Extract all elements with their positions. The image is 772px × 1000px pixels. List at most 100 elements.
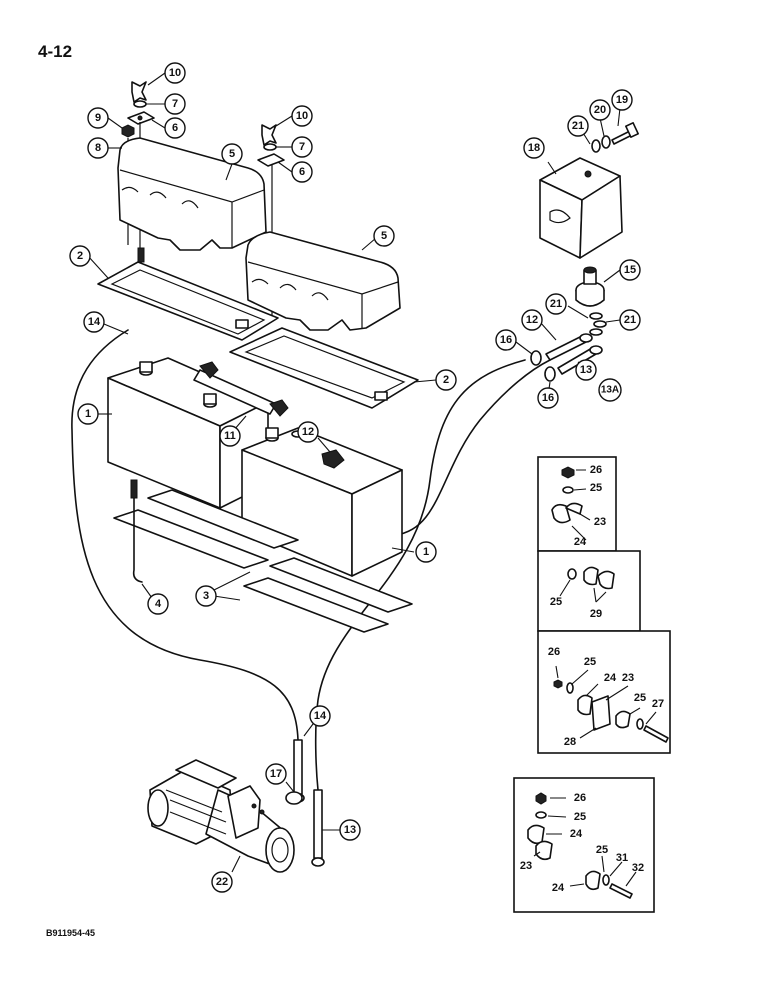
solenoid-cover-18 — [539, 157, 623, 259]
boot-16-b — [544, 366, 556, 382]
svg-text:24: 24 — [574, 536, 587, 548]
svg-text:28: 28 — [564, 736, 576, 748]
svg-text:24: 24 — [604, 672, 617, 684]
switch-15 — [575, 266, 605, 307]
bolt-19 — [611, 122, 639, 145]
svg-text:26: 26 — [590, 464, 602, 476]
callout-10-b: 10 — [291, 105, 313, 127]
svg-text:6: 6 — [299, 166, 305, 178]
svg-text:16: 16 — [542, 392, 554, 404]
page-number: 4-12 — [38, 42, 73, 61]
starter-motor-22 — [147, 759, 295, 873]
callout-13-a: 13 — [575, 359, 597, 381]
svg-text:20: 20 — [594, 104, 606, 116]
svg-text:9: 9 — [95, 112, 101, 124]
svg-text:3: 3 — [203, 590, 209, 602]
svg-text:27: 27 — [652, 698, 664, 710]
callout-16-a: 16 — [495, 329, 517, 351]
cable-14 — [71, 329, 299, 741]
svg-text:1: 1 — [85, 408, 91, 420]
inset-panel-1 — [537, 456, 617, 552]
callout-10-a: 10 — [164, 62, 186, 84]
battery-1-left — [107, 357, 269, 509]
inset-2-labels: 25 29 — [550, 579, 607, 620]
svg-text:8: 8 — [95, 142, 101, 154]
svg-text:5: 5 — [381, 230, 387, 242]
svg-text:4: 4 — [155, 598, 162, 610]
svg-text:26: 26 — [574, 792, 586, 804]
cable-13 — [314, 359, 526, 791]
svg-text:29: 29 — [590, 608, 602, 620]
svg-text:10: 10 — [169, 67, 181, 79]
callout-8: 8 — [87, 137, 109, 159]
wing-nut-10-left — [131, 81, 147, 103]
svg-text:13A: 13A — [601, 385, 619, 396]
callout-6-b: 6 — [291, 161, 313, 183]
callout-14-b: 14 — [309, 705, 331, 727]
svg-text:11: 11 — [224, 430, 236, 442]
cable-end-12 — [545, 333, 593, 361]
svg-text:25: 25 — [574, 811, 586, 823]
svg-text:22: 22 — [216, 876, 228, 888]
svg-text:32: 32 — [632, 862, 644, 874]
callout-17: 17 — [265, 763, 287, 785]
washer-7-left — [133, 100, 147, 108]
battery-1-right — [241, 427, 403, 577]
hold-down-frame-2-right — [229, 327, 419, 409]
svg-text:26: 26 — [548, 646, 560, 658]
pad-3-b — [113, 509, 269, 569]
callout-9: 9 — [87, 107, 109, 129]
callout-5-a: 5 — [221, 143, 243, 165]
nuts-21 — [589, 312, 607, 336]
pad-3-a — [147, 489, 299, 549]
terminal-clamp-12 — [321, 449, 345, 469]
callout-leaders — [87, 72, 621, 873]
svg-text:12: 12 — [302, 426, 314, 438]
callout-21-a: 21 — [567, 115, 589, 137]
svg-text:7: 7 — [299, 141, 305, 153]
callout-5-b: 5 — [373, 225, 395, 247]
callout-6-a: 6 — [164, 117, 186, 139]
callout-3: 3 — [195, 585, 217, 607]
svg-text:21: 21 — [550, 298, 562, 310]
callout-15: 15 — [619, 259, 641, 281]
washer-20 — [601, 135, 611, 149]
svg-text:7: 7 — [172, 98, 178, 110]
svg-text:6: 6 — [172, 122, 178, 134]
pad-3-d — [243, 577, 389, 633]
washer-21-top — [591, 139, 601, 153]
figure-code: B911954-45 — [46, 928, 96, 938]
svg-text:12: 12 — [526, 314, 538, 326]
callout-18: 18 — [523, 137, 545, 159]
svg-text:18: 18 — [528, 142, 540, 154]
svg-text:25: 25 — [584, 656, 596, 668]
callout-13-b: 13 — [339, 819, 361, 841]
svg-text:25: 25 — [550, 596, 562, 608]
callout-21-b: 21 — [545, 293, 567, 315]
callout-14-a: 14 — [83, 311, 105, 333]
inset-panel-2 — [537, 550, 641, 632]
battery-cover-5-right — [245, 231, 401, 331]
battery-cover-5-left — [117, 137, 267, 251]
callout-1-b: 1 — [415, 541, 437, 563]
svg-text:24: 24 — [570, 828, 583, 840]
svg-text:21: 21 — [624, 314, 636, 326]
boot-17 — [285, 791, 303, 805]
inset-panel-3 — [537, 630, 671, 754]
nut-9 — [121, 124, 135, 138]
svg-text:16: 16 — [500, 334, 512, 346]
callout-2-b: 2 — [435, 369, 457, 391]
bracket-6-right — [257, 153, 285, 167]
callout-2-a: 2 — [69, 245, 91, 267]
cable-end-13 — [557, 345, 603, 375]
hold-down-rod-4 — [130, 479, 143, 583]
inset-3-labels: 26 25 24 23 25 27 28 — [548, 646, 664, 748]
callout-13A: 13A — [598, 378, 622, 402]
inset-1-labels: 26 25 23 24 — [571, 464, 606, 548]
callout-20: 20 — [589, 99, 611, 121]
svg-text:15: 15 — [624, 264, 636, 276]
callout-1-a: 1 — [77, 403, 99, 425]
callout-4: 4 — [147, 593, 169, 615]
callout-21-c: 21 — [619, 309, 641, 331]
